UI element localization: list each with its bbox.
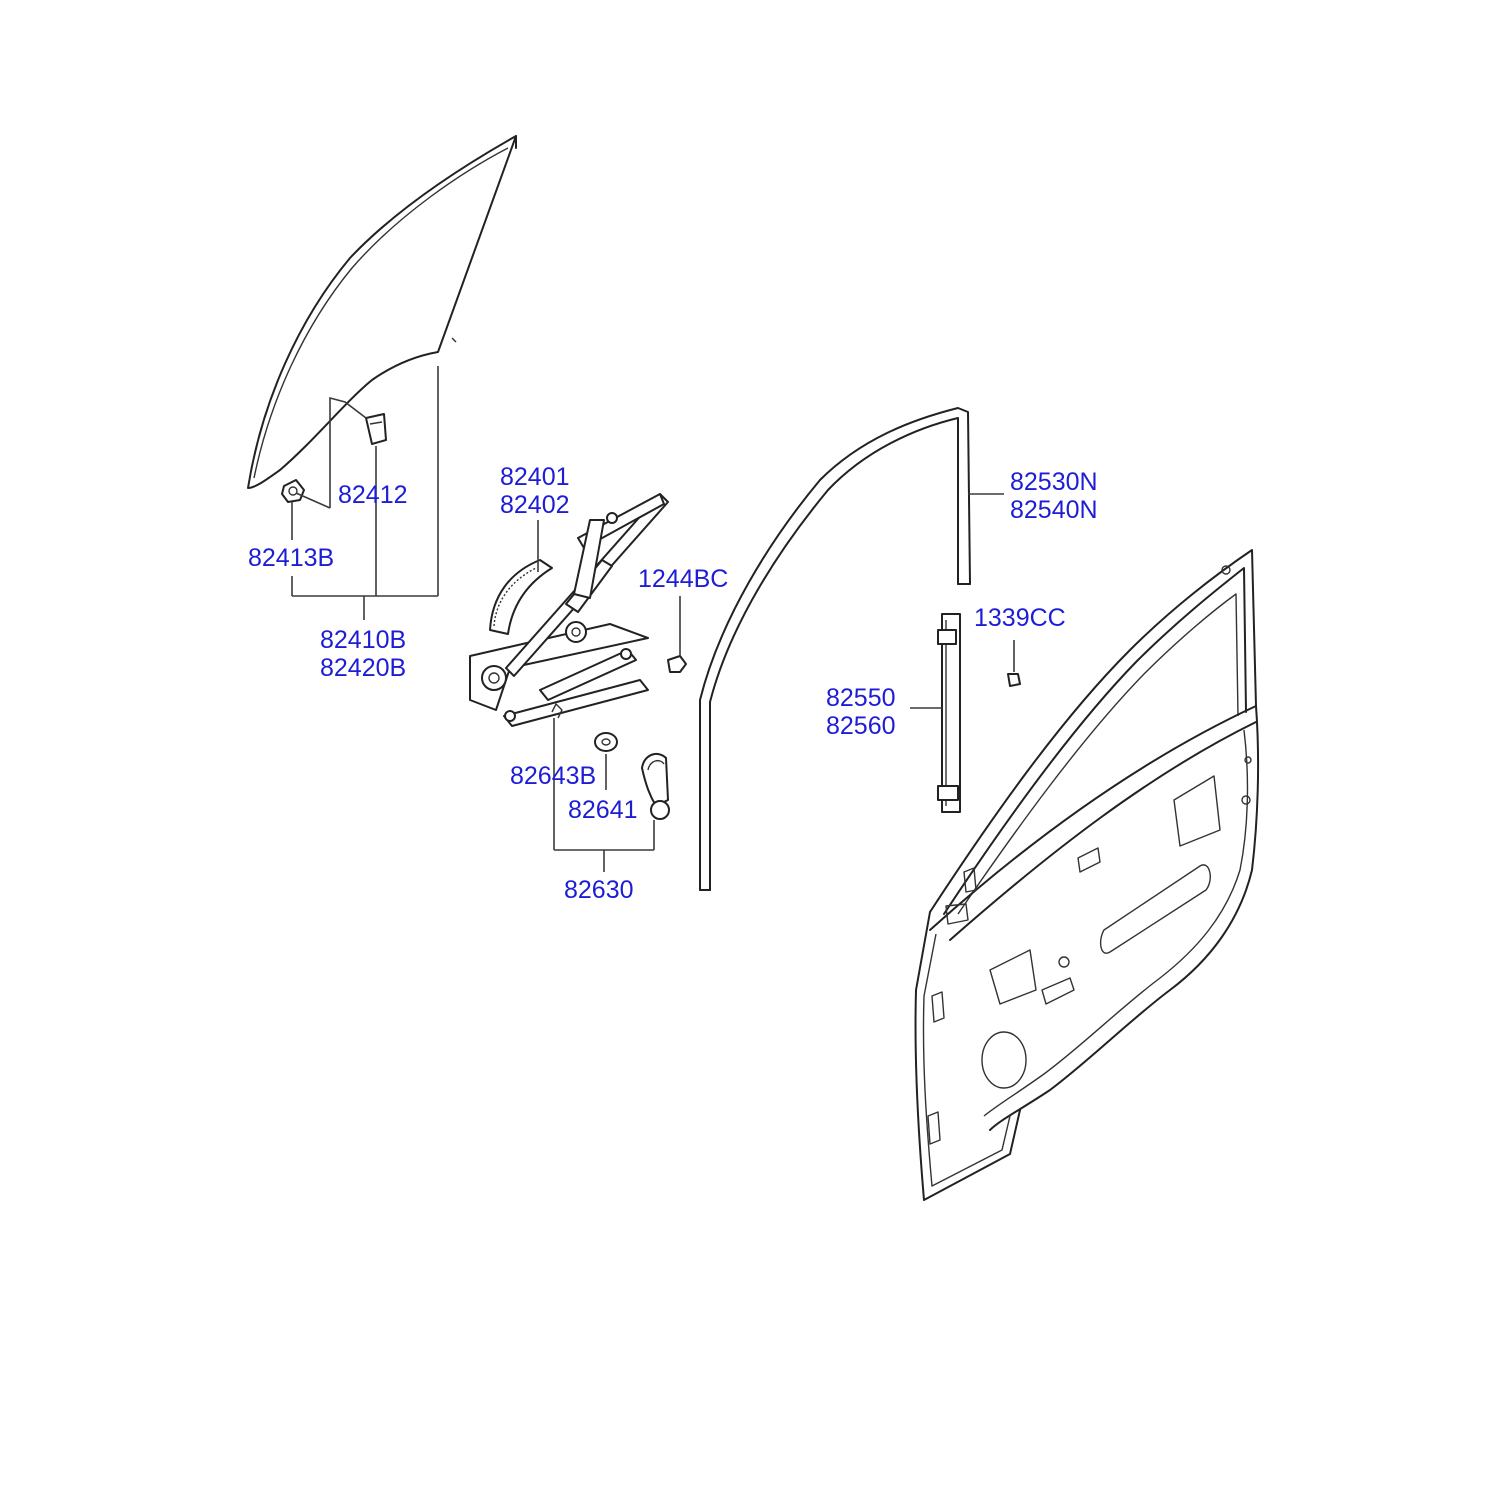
callout-82420b: 82420B <box>320 654 406 682</box>
callout-82413b: 82413B <box>248 544 334 572</box>
callout-82643b: 82643B <box>510 762 596 790</box>
callout-82560: 82560 <box>826 712 896 740</box>
door-panel <box>914 549 1260 1201</box>
callout-1339cc: 1339CC <box>974 604 1066 632</box>
callout-82410b: 82410B <box>320 626 406 654</box>
regulator-bolt <box>667 596 687 673</box>
channel-nut <box>1007 640 1021 687</box>
door-glass <box>247 135 517 489</box>
callout-82530n: 82530N <box>1010 468 1098 496</box>
window-regulator <box>469 493 669 727</box>
callout-82630: 82630 <box>564 876 634 904</box>
rear-lower-channel <box>910 613 961 813</box>
callout-82641: 82641 <box>568 796 638 824</box>
glass-leaders <box>291 366 439 620</box>
callout-82550: 82550 <box>826 684 896 712</box>
callout-labels: 82412 82413B 82410B 82420B 82401 82402 1… <box>248 463 1098 904</box>
handle-washer <box>594 732 618 752</box>
glass-clip <box>365 413 387 445</box>
callout-82401: 82401 <box>500 463 570 491</box>
callout-82402: 82402 <box>500 491 570 519</box>
window-handle <box>641 752 670 820</box>
callout-82412: 82412 <box>338 481 408 509</box>
callout-1244bc: 1244BC <box>638 565 728 593</box>
glass-nut <box>281 479 305 503</box>
callout-82540n: 82540N <box>1010 496 1098 524</box>
glass-run-channel <box>699 407 1004 891</box>
handle-leaders <box>553 718 655 872</box>
